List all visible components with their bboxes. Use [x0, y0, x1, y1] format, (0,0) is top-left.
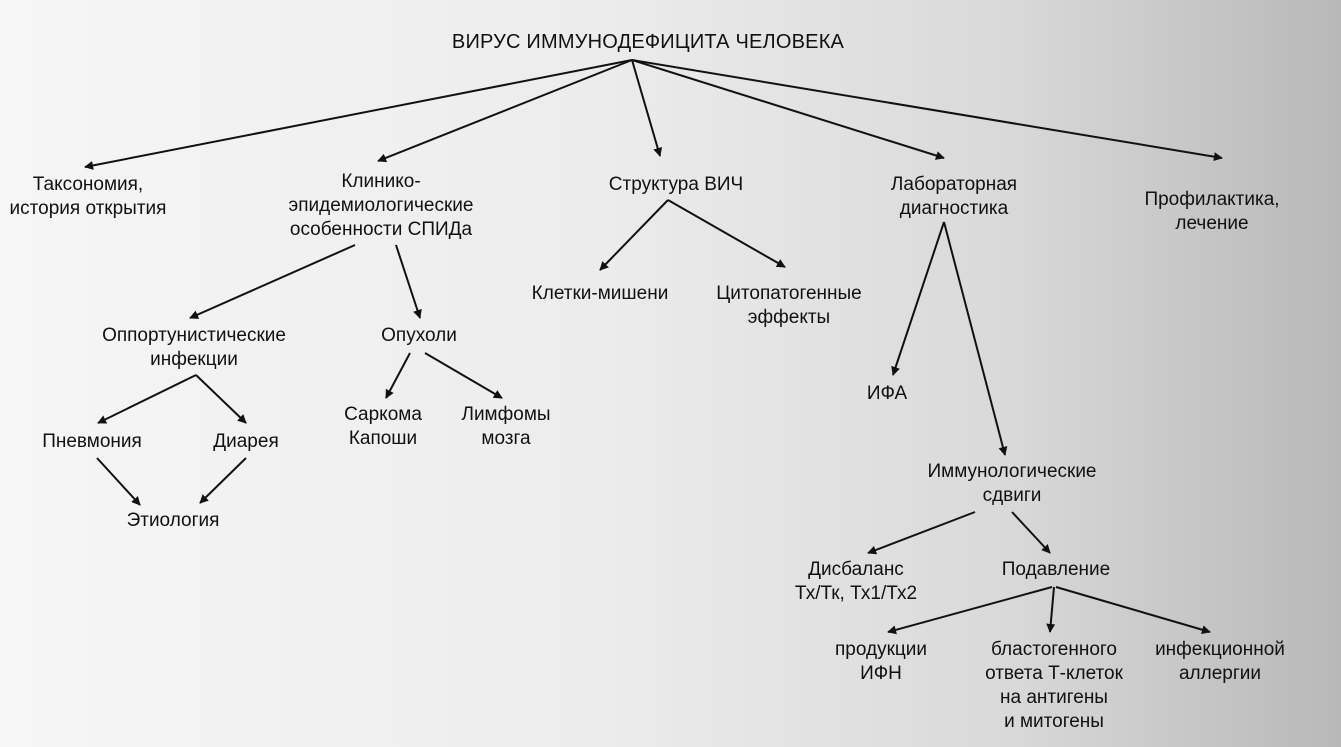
node-kaposi: Саркома Капоши — [344, 404, 422, 449]
arrow-clinical-to-tumors — [395, 244, 422, 319]
node-diarrhea: Диарея — [213, 431, 279, 452]
arrow-root-to-structure — [631, 59, 663, 157]
arrow-tumors-to-lymphoma — [424, 352, 503, 399]
node-lymphoma: Лимфомы мозга — [461, 404, 551, 449]
arrow-root-to-taxonomy — [84, 59, 633, 170]
node-blast: бластогенного ответа Т-клеток на антиген… — [985, 639, 1123, 732]
node-target-cells: Клетки-мишени — [531, 283, 669, 304]
arrow-pneumonia-to-etiology — [96, 457, 141, 506]
node-cytopathic: Цитопатогенные эффекты — [716, 283, 862, 328]
arrow-tumors-to-kaposi — [385, 352, 411, 399]
arrow-lab-to-ifa — [891, 221, 945, 376]
arrow-opportunistic-to-diarrhea — [195, 374, 247, 424]
arrow-opportunistic-to-pneumonia — [97, 374, 197, 424]
arrow-root-to-clinical — [377, 59, 633, 163]
node-structure: Структура ВИЧ — [608, 174, 744, 195]
arrow-suppression-to-blast — [1046, 586, 1056, 633]
node-imbalance: Дисбаланс Тх/Тк, Тх1/Тх2 — [794, 559, 918, 604]
node-immuno: Иммунологические сдвиги — [927, 461, 1097, 506]
arrow-lab-to-immuno — [943, 221, 1008, 456]
node-taxonomy: Таксономия, история открытия — [9, 174, 167, 219]
node-pneumonia: Пневмония — [42, 431, 142, 452]
arrow-structure-to-target — [599, 199, 669, 271]
arrow-root-to-lab — [631, 59, 945, 160]
node-ifn: продукции ИФН — [834, 639, 928, 684]
node-lab: Лабораторная диагностика — [890, 174, 1018, 219]
arrow-structure-to-cytopathic — [667, 199, 786, 268]
node-suppression: Подавление — [1001, 559, 1111, 580]
node-etiology: Этиология — [126, 510, 220, 531]
node-prophylaxis: Профилактика, лечение — [1144, 189, 1280, 234]
root-node: ВИРУС ИММУНОДЕФИЦИТА ЧЕЛОВЕКА — [451, 31, 845, 53]
node-clinical: Клинико- эпидемиологические особенности … — [288, 171, 474, 240]
arrow-immuno-to-suppression — [1011, 511, 1051, 554]
node-opportunistic: Оппортунистические инфекции — [102, 325, 286, 370]
arrow-diarrhea-to-etiology — [199, 457, 247, 504]
node-ifa: ИФА — [866, 383, 908, 404]
node-allergy: инфекционной аллергии — [1155, 639, 1285, 684]
arrow-immuno-to-imbalance — [867, 511, 976, 555]
arrow-root-to-prophylaxis — [631, 59, 1223, 162]
arrow-suppression-to-allergy — [1055, 586, 1211, 635]
node-tumors: Опухоли — [381, 325, 457, 346]
arrow-suppression-to-ifn — [887, 586, 1053, 635]
arrow-clinical-to-opportunistic — [189, 244, 356, 319]
